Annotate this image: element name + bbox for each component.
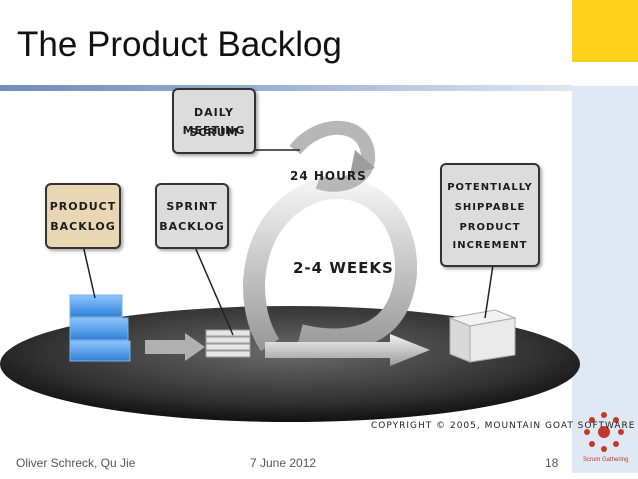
product-backlog-line2: Backlog bbox=[50, 220, 116, 233]
increment-line2: Shippable bbox=[454, 202, 526, 213]
corner-accent bbox=[572, 0, 638, 62]
floor-disc bbox=[0, 306, 580, 422]
sprint-backlog-callout bbox=[155, 183, 229, 249]
increment-callout bbox=[440, 163, 540, 267]
scrum-gathering-logo bbox=[584, 412, 624, 452]
increment-line1: Potentially bbox=[447, 182, 533, 193]
copyright-note: Copyright © 2005, Mountain Goat Software bbox=[371, 421, 636, 431]
title-rule bbox=[0, 85, 572, 91]
sprint-backlog-line1: Sprint bbox=[166, 200, 218, 213]
footer-date: 7 June 2012 bbox=[250, 456, 317, 470]
flow-arrow-2 bbox=[265, 334, 430, 366]
product-backlog-callout bbox=[45, 183, 121, 249]
daily-arrowhead bbox=[350, 150, 375, 175]
increment-line3: Product bbox=[459, 222, 521, 233]
logo-caption: Scrum Gathering bbox=[583, 457, 629, 463]
page-number: 18 bbox=[545, 456, 559, 470]
sprint-loop bbox=[243, 177, 418, 352]
daily-scrum-line2: Meeting bbox=[182, 124, 246, 137]
shipping-box bbox=[448, 309, 517, 363]
weeks-label: 2-4 Weeks bbox=[293, 259, 394, 277]
product-backlog-line1: Product bbox=[49, 200, 117, 213]
slide-title: The Product Backlog bbox=[17, 25, 342, 64]
hours-label: 24 Hours bbox=[290, 169, 367, 183]
footer-authors: Oliver Schreck, Qu Jie bbox=[16, 456, 136, 470]
backlog-cubes bbox=[69, 294, 131, 362]
daily-loop bbox=[289, 120, 375, 192]
sprint-stack bbox=[205, 329, 251, 358]
side-band bbox=[572, 86, 638, 473]
sprint-backlog-line2: Backlog bbox=[159, 220, 225, 233]
increment-line4: Increment bbox=[452, 240, 528, 251]
flow-arrow-1 bbox=[145, 333, 205, 361]
daily-scrum-line1: Daily Scrum bbox=[189, 106, 239, 139]
daily-scrum-callout bbox=[172, 88, 256, 154]
